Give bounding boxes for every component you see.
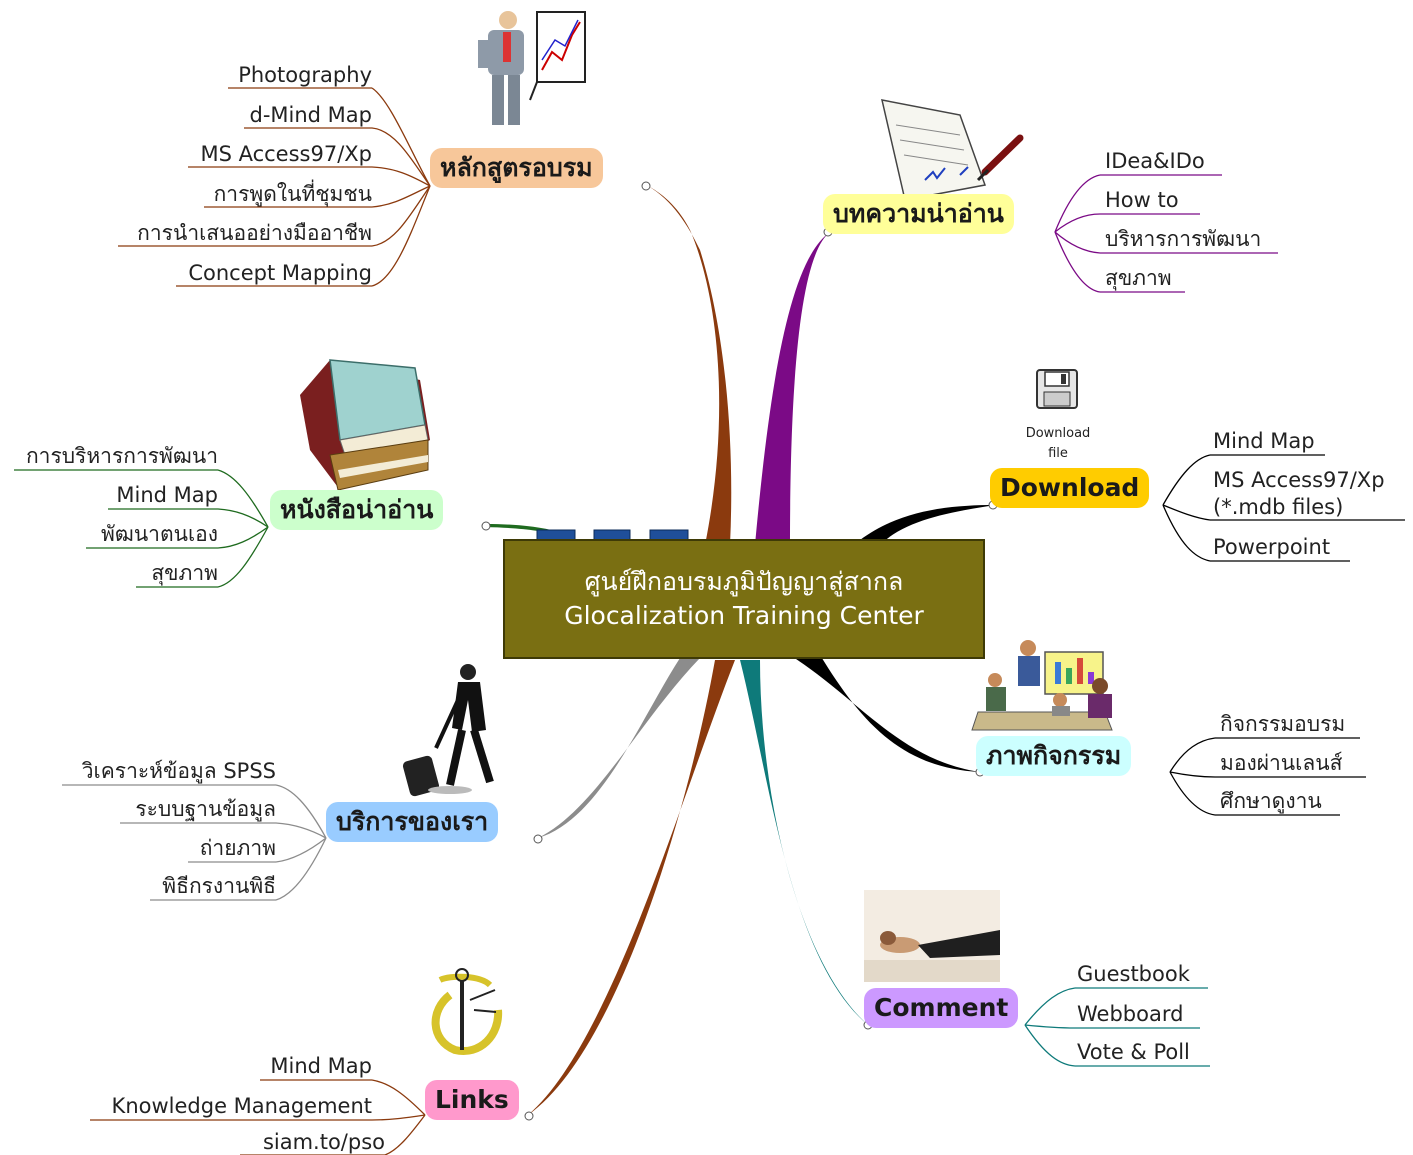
courses-item[interactable]: การนำเสนออย่างมืออาชีพ [137,221,372,245]
central-topic-thai: ศูนย์ฝึกอบรมภูมิปัญญาสู่สากล [584,567,904,596]
links-item[interactable]: Knowledge Management [111,1094,372,1118]
branch-books[interactable]: หนังสือน่าอ่าน [270,490,444,530]
services-item[interactable]: วิเคราะห์ข้อมูล SPSS [81,759,276,783]
branch-comment[interactable]: Comment [864,988,1019,1028]
branch-line-links [528,660,735,1115]
articles-item[interactable]: บริหารการพัฒนา [1105,227,1262,251]
comment-item[interactable]: Guestbook [1077,962,1190,986]
articles-subbranches [1054,174,1278,293]
branch-line-articles [755,232,830,545]
download-item[interactable]: MS Access97/Xp [1213,468,1385,492]
download-icon-caption: Download file [1018,424,1098,464]
meeting-icon [971,640,1113,731]
branch-services[interactable]: บริการของเรา [326,802,499,842]
download-caption-line2: file [1048,446,1068,461]
courses-item[interactable]: Photography [238,63,372,87]
download-caption-line1: Download [1025,426,1091,441]
links-subbranches [90,1079,426,1155]
books-item[interactable]: การบริหารการพัฒนา [25,444,218,468]
download-item-note: (*.mdb files) [1213,495,1344,519]
books-subbranches [14,469,269,588]
branch-line-services [538,658,700,838]
articles-item[interactable]: สุขภาพ [1105,266,1172,290]
download-subbranches [1162,454,1405,562]
branch-courses[interactable]: หลักสูตรอบรม [430,148,603,188]
links-item[interactable]: siam.to/pso [262,1130,385,1154]
books-item[interactable]: Mind Map [116,483,218,507]
branch-line-comment [740,660,868,1025]
activities-item[interactable]: มองผ่านเลนส์ [1220,751,1343,775]
branch-line-activities [790,655,980,772]
branch-links[interactable]: Links [425,1080,519,1120]
central-topic-english: Glocalization Training Center [564,601,924,630]
courses-item[interactable]: d-Mind Map [249,103,373,127]
download-item[interactable]: Mind Map [1213,429,1315,453]
books-item[interactable]: พัฒนาตนเอง [101,522,218,546]
activities-subbranches [1169,737,1366,816]
relaxing-person-icon [864,890,1000,982]
links-item[interactable]: Mind Map [270,1054,372,1078]
pen-document-icon [881,99,1024,201]
services-item[interactable]: ถ่ายภาพ [199,836,276,860]
activities-item[interactable]: กิจกรรมอบรม [1220,712,1346,736]
traveler-icon [402,664,494,797]
comment-subbranches [1024,987,1210,1067]
courses-item[interactable]: MS Access97/Xp [200,142,372,166]
branch-articles[interactable]: บทความน่าอ่าน [823,194,1014,234]
central-topic[interactable]: ศูนย์ฝึกอบรมภูมิปัญญาสู่สากล Glocalizati… [503,539,985,659]
courses-subbranches [118,87,431,287]
books-icon [300,359,430,491]
courses-item[interactable]: การพูดในที่ชุมชน [213,182,372,206]
courses-item[interactable]: Concept Mapping [188,261,372,285]
services-item[interactable]: พิธีกรงานพิธี [162,874,276,898]
branch-line-books [485,524,560,536]
services-item[interactable]: ระบบฐานข้อมูล [135,797,276,821]
anchor-icon [431,968,503,1056]
services-subbranches [62,784,327,901]
branch-download[interactable]: Download [990,468,1150,508]
activities-item[interactable]: ศึกษาดูงาน [1220,789,1322,813]
articles-item[interactable]: IDea&IDo [1105,149,1205,173]
comment-item[interactable]: Webboard [1077,1002,1184,1026]
floppy-disk-icon [1036,369,1078,409]
branch-activities[interactable]: ภาพกิจกรรม [976,736,1132,776]
articles-item[interactable]: How to [1105,188,1179,212]
branch-line-courses [648,186,732,545]
presenter-icon [478,11,586,125]
books-item[interactable]: สุขภาพ [151,561,218,585]
comment-item[interactable]: Vote & Poll [1077,1040,1190,1064]
download-item[interactable]: Powerpoint [1213,535,1331,559]
